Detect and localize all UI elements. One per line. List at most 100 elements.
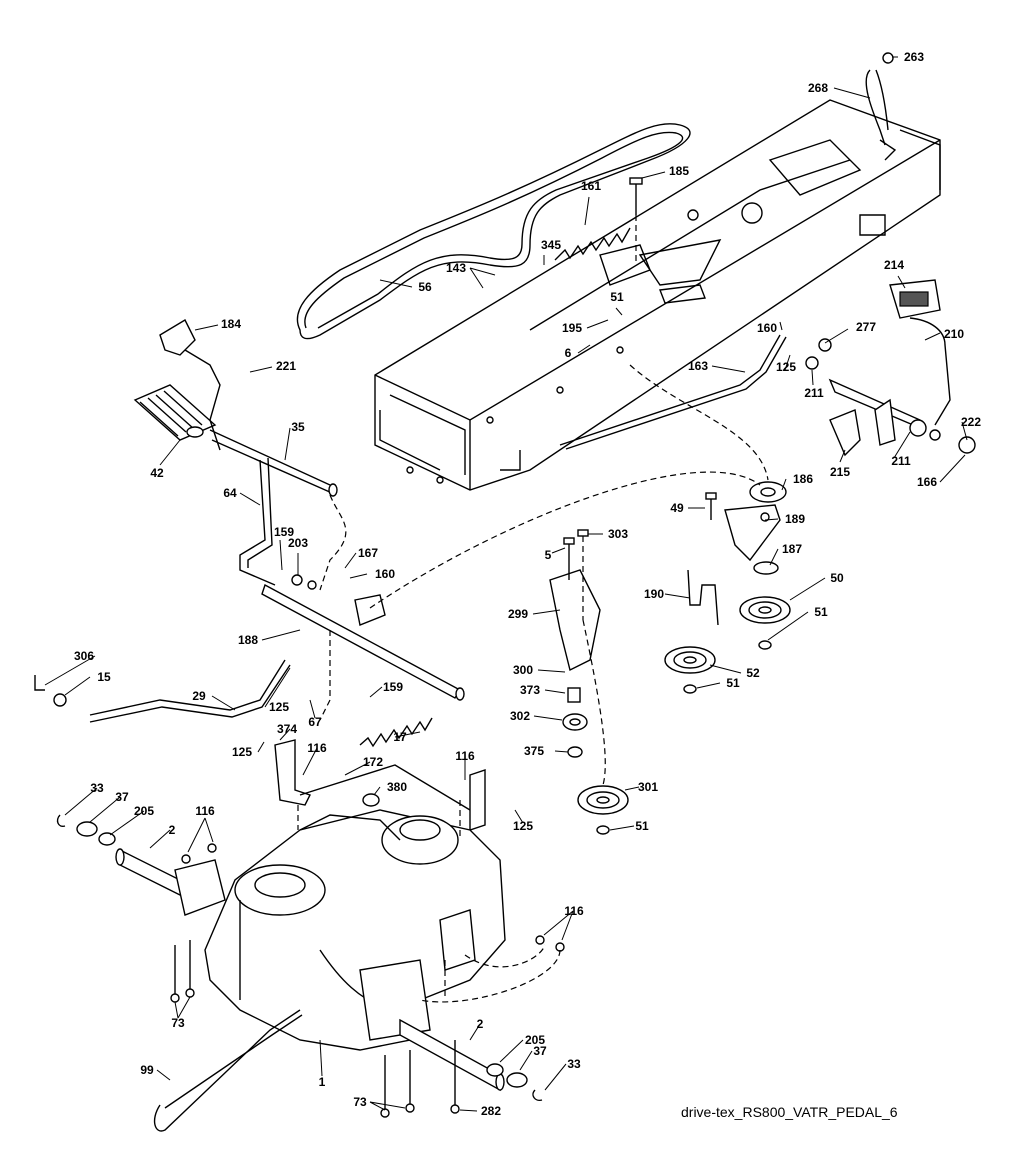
callout-268: 268: [808, 81, 828, 95]
callout-186: 186: [793, 472, 813, 486]
belt-path-dashes: [297, 364, 769, 1003]
drive-belt-56: [296, 123, 691, 340]
callout-161: 161: [581, 179, 601, 193]
callout-116-b: 116: [455, 749, 475, 763]
callout-37-b: 37: [533, 1044, 547, 1058]
pulley-186: [749, 481, 787, 503]
callout-300: 300: [513, 663, 533, 677]
washers-right: [362, 793, 565, 1102]
pulley-52: [664, 646, 716, 694]
callout-73-b: 73: [353, 1095, 367, 1109]
callout-116-d: 116: [564, 904, 584, 918]
callout-374: 374: [277, 722, 297, 736]
callout-50: 50: [830, 571, 844, 585]
callout-37-a: 37: [115, 790, 129, 804]
callout-116-a: 116: [307, 741, 327, 755]
pulley-302: [562, 713, 588, 731]
callout-263: 263: [904, 50, 924, 64]
callout-211-a: 211: [804, 386, 824, 400]
callout-195: 195: [562, 321, 582, 335]
callout-159-b: 159: [383, 680, 403, 694]
spring-17: [359, 717, 433, 748]
callout-33-a: 33: [90, 781, 104, 795]
callout-6: 6: [565, 346, 572, 360]
callout-17: 17: [393, 730, 407, 744]
bolt-282: [450, 1040, 460, 1114]
callout-143: 143: [446, 261, 466, 275]
rod-268: [865, 52, 897, 161]
callout-125-d: 125: [513, 819, 533, 833]
pedal-pad-184: [159, 319, 221, 451]
callout-222: 222: [961, 415, 981, 429]
callout-167: 167: [358, 546, 378, 560]
callout-299: 299: [508, 607, 528, 621]
callout-42: 42: [150, 466, 164, 480]
callout-189: 189: [785, 512, 805, 526]
lever-64: [239, 457, 276, 586]
callout-190: 190: [644, 587, 664, 601]
callout-64: 64: [223, 486, 237, 500]
callout-51-d: 51: [635, 819, 649, 833]
callout-172: 172: [363, 755, 383, 769]
spring-161: [554, 227, 631, 261]
callout-214: 214: [884, 258, 904, 272]
callout-160-b: 160: [375, 567, 395, 581]
pedal-pad-214: [889, 279, 951, 426]
washer-187: [753, 561, 779, 575]
callout-49: 49: [670, 501, 684, 515]
brake-pedal-42: [133, 384, 217, 441]
callout-52: 52: [746, 666, 760, 680]
callout-373: 373: [520, 683, 540, 697]
callout-277: 277: [856, 320, 876, 334]
callout-375: 375: [524, 744, 544, 758]
callout-210: 210: [944, 327, 964, 341]
pedal-shaft-210: [805, 338, 976, 457]
diagram-caption: drive-tex_RS800_VATR_PEDAL_6: [681, 1104, 898, 1120]
rod-29: [34, 659, 291, 723]
spacer-373: [567, 687, 581, 703]
callout-125-c: 125: [232, 745, 252, 759]
callout-116-c: 116: [195, 804, 215, 818]
callout-184: 184: [221, 317, 241, 331]
transaxle-1: [115, 809, 506, 1092]
callout-29: 29: [192, 689, 206, 703]
callout-labels: 263 268 185 161 345 143 56 51 195 6 184 …: [74, 50, 981, 1118]
callout-5: 5: [545, 548, 552, 562]
callout-15: 15: [97, 670, 111, 684]
callout-185: 185: [669, 164, 689, 178]
callout-51-c: 51: [726, 676, 740, 690]
callout-99: 99: [140, 1063, 154, 1077]
bolt-185: [629, 177, 643, 265]
bolts-73: [170, 940, 415, 1118]
callout-125-b: 125: [269, 700, 289, 714]
nut-375: [567, 746, 583, 758]
callout-2-a: 2: [169, 823, 176, 837]
callout-205-a: 205: [134, 804, 154, 818]
pulley-50: [739, 596, 791, 650]
callout-2-b: 2: [477, 1017, 484, 1031]
callout-345: 345: [541, 238, 561, 252]
callout-221: 221: [276, 359, 296, 373]
callout-51-a: 51: [610, 290, 624, 304]
idler-bracket-299: [549, 529, 601, 672]
callout-188: 188: [238, 633, 258, 647]
callout-203: 203: [288, 536, 308, 550]
callout-67: 67: [308, 715, 322, 729]
rod-35: [209, 429, 338, 497]
callout-301: 301: [638, 780, 658, 794]
callout-302: 302: [510, 709, 530, 723]
callout-56: 56: [418, 280, 432, 294]
callout-306: 306: [74, 649, 94, 663]
callout-205-b: 205: [525, 1033, 545, 1047]
callout-159-a: 159: [274, 525, 294, 539]
callout-51-b: 51: [814, 605, 828, 619]
rod-99: [153, 1009, 303, 1132]
callout-1: 1: [319, 1075, 326, 1089]
bracket-190: [687, 569, 719, 626]
cross-shaft-188: [261, 574, 465, 701]
bracket-172: [274, 739, 486, 831]
callout-73-a: 73: [171, 1016, 185, 1030]
callout-160-a: 160: [757, 321, 777, 335]
callout-303: 303: [608, 527, 628, 541]
